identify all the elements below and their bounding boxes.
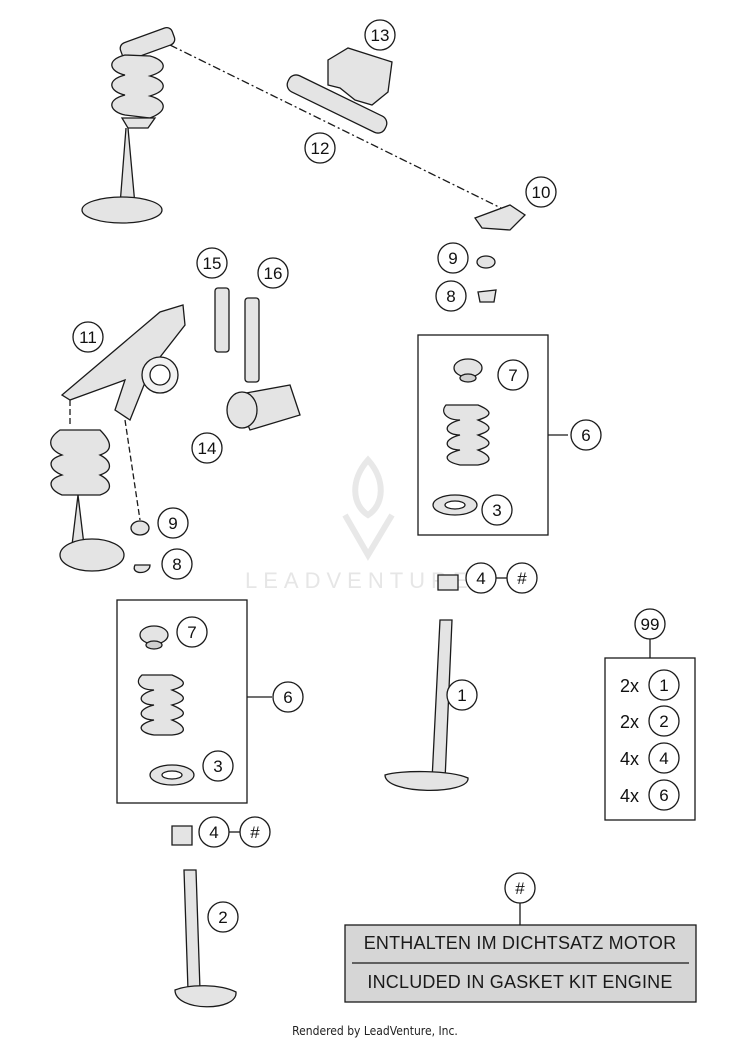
callout-hash-left: # [239, 816, 271, 848]
callout-3-right: 3 [481, 494, 513, 526]
callout-16: 16 [257, 257, 289, 289]
callout-15: 15 [196, 247, 228, 279]
svg-text:4x: 4x [620, 749, 639, 769]
callout-7-right: 7 [497, 359, 529, 391]
kit-row: 2x 2 [620, 705, 680, 737]
callout-9-left: 9 [157, 507, 189, 539]
callout-2: 2 [207, 901, 239, 933]
watermark-flame-logo [342, 455, 395, 561]
svg-text:12: 12 [311, 139, 330, 158]
svg-text:#: # [515, 879, 525, 898]
svg-text:15: 15 [203, 254, 222, 273]
svg-text:#: # [517, 569, 527, 588]
svg-text:2x: 2x [620, 712, 639, 732]
svg-text:14: 14 [198, 439, 217, 458]
svg-text:7: 7 [508, 366, 517, 385]
svg-text:6: 6 [283, 688, 292, 707]
svg-text:99: 99 [641, 615, 660, 634]
kit-row: 4x 6 [620, 779, 680, 811]
callout-10: 10 [525, 176, 557, 208]
banner-line-german: ENTHALTEN IM DICHTSATZ MOTOR [364, 933, 677, 953]
callout-3-left: 3 [202, 750, 234, 782]
svg-text:8: 8 [446, 287, 455, 306]
svg-text:4: 4 [209, 823, 218, 842]
svg-text:4: 4 [659, 749, 668, 768]
callout-6-right: 6 [570, 419, 602, 451]
callout-8-top: 8 [435, 280, 467, 312]
svg-text:3: 3 [213, 757, 222, 776]
footer-credit: Rendered by LeadVenture, Inc. [292, 1024, 458, 1038]
svg-text:9: 9 [168, 514, 177, 533]
svg-text:6: 6 [581, 426, 590, 445]
valve-spring-kit-right [384, 255, 568, 792]
callout-hash-banner: # [504, 872, 536, 904]
valve-spring-kit-left [116, 599, 272, 1008]
svg-text:2x: 2x [620, 676, 639, 696]
kit-row: 2x 1 [620, 669, 680, 701]
svg-text:7: 7 [187, 623, 196, 642]
callout-hash-right: # [506, 562, 538, 594]
callout-4-right: 4 [465, 562, 497, 594]
svg-text:16: 16 [264, 264, 283, 283]
svg-text:8: 8 [172, 555, 181, 574]
kit-row: 4x 4 [620, 742, 680, 774]
svg-text:9: 9 [448, 249, 457, 268]
callout-13: 13 [364, 19, 396, 51]
svg-text:4x: 4x [620, 786, 639, 806]
svg-text:2: 2 [659, 712, 668, 731]
svg-text:13: 13 [371, 26, 390, 45]
rocker-shaft-assembly [81, 27, 527, 231]
svg-text:4: 4 [476, 569, 485, 588]
callout-99: 99 [634, 608, 666, 640]
callout-6-left: 6 [272, 681, 304, 713]
callout-8-left: 8 [161, 548, 193, 580]
svg-text:3: 3 [492, 501, 501, 520]
callout-4-left: 4 [198, 816, 230, 848]
callout-12: 12 [304, 132, 336, 164]
svg-text:6: 6 [659, 786, 668, 805]
watermark-text: LEADVENTURE [245, 568, 474, 593]
callout-7-left: 7 [176, 616, 208, 648]
svg-text:1: 1 [659, 676, 668, 695]
callout-9-top: 9 [437, 242, 469, 274]
svg-text:#: # [250, 823, 260, 842]
callout-14: 14 [191, 432, 223, 464]
svg-text:1: 1 [457, 686, 466, 705]
svg-text:2: 2 [218, 908, 227, 927]
svg-text:10: 10 [532, 183, 551, 202]
callout-1: 1 [446, 679, 478, 711]
gasket-kit-banner: ENTHALTEN IM DICHTSATZ MOTOR INCLUDED IN… [344, 924, 697, 1003]
callout-11: 11 [72, 321, 104, 353]
banner-line-english: INCLUDED IN GASKET KIT ENGINE [367, 972, 672, 992]
watermark: LEADVENTURE [245, 455, 474, 593]
rocker-arm-assembly [50, 287, 301, 574]
svg-text:11: 11 [79, 328, 97, 347]
kit-99-box: 2x 1 2x 2 4x 4 4x 6 [604, 657, 696, 821]
callouts: 13 12 10 15 16 9 8 11 7 6 14 3 9 8 4 # 7… [72, 19, 666, 933]
